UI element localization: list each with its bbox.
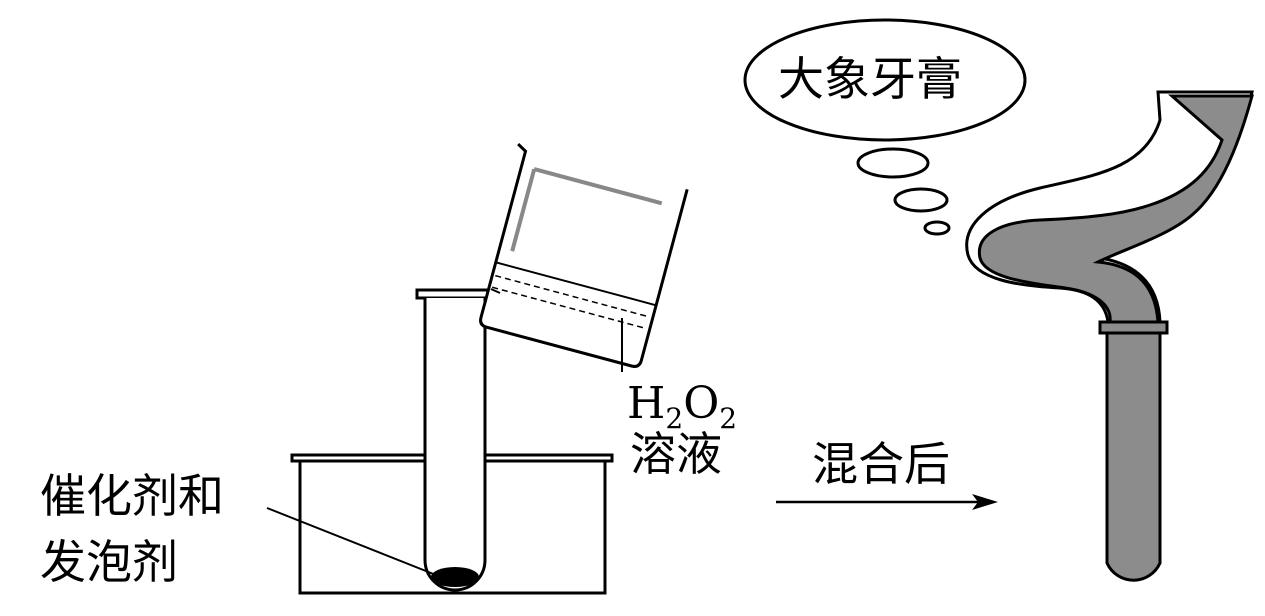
svg-text:H2O2: H2O2: [627, 378, 737, 435]
h2o2-o: O: [683, 378, 719, 429]
h2o2-label: H2O2: [627, 378, 737, 435]
catalyst-label-line2: 发泡剂: [40, 535, 178, 589]
after-mixing-label: 混合后: [812, 437, 950, 491]
reaction-arrow: [776, 494, 998, 510]
thought-bubble: [743, 18, 1027, 236]
foam-test-tube: [1098, 320, 1169, 582]
catalyst-leader-line: [266, 507, 442, 578]
h2o2-subscript-2: 2: [719, 402, 737, 435]
catalyst-blob: [431, 567, 479, 587]
catalyst-label-line1: 催化剂和: [40, 469, 224, 523]
test-tube: [415, 288, 494, 592]
thought-text: 大象牙膏: [778, 52, 962, 106]
solution-label: 溶液: [630, 427, 722, 481]
pouring-beaker: [479, 143, 689, 368]
h2o2-subscript-1: 2: [665, 402, 683, 435]
foam-plume-fill: [977, 94, 1254, 324]
h2o2-h: H: [627, 378, 665, 429]
pour-spout: [490, 288, 501, 294]
